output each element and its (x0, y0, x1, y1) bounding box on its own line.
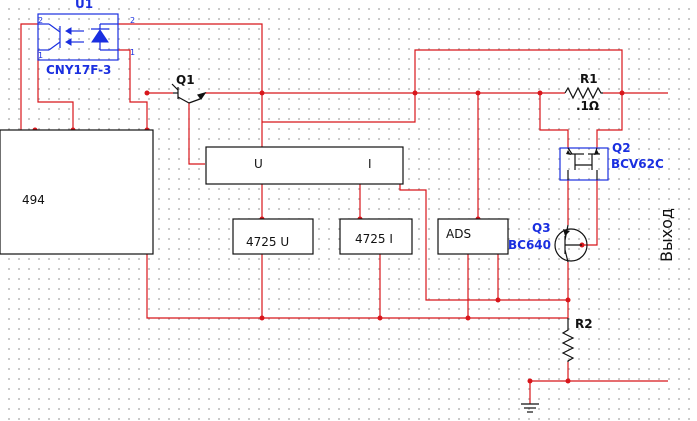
transistor-q1[interactable]: Q1 (171, 73, 207, 104)
u1-part-label: CNY17F-3 (46, 63, 111, 77)
measure-u-label: U (254, 157, 263, 171)
transistor-q3[interactable]: Q3 BC640 (508, 221, 588, 263)
junction (144, 90, 150, 96)
wire-top-loop (414, 49, 623, 93)
chip-494[interactable]: 494 (0, 129, 154, 255)
wire-top-loop-left (262, 93, 416, 123)
wire-i-to-q3 (399, 184, 568, 301)
ads-block-body (437, 218, 509, 255)
q2-arrow-icon (566, 150, 571, 155)
light-arrow-head (65, 27, 72, 35)
led-diode-icon (91, 29, 109, 43)
q3-arrow-icon (563, 229, 570, 236)
u1-pin-label: 1 (130, 48, 135, 57)
junction (527, 378, 533, 384)
transistor-q2[interactable]: Q2 BCV62C (559, 141, 664, 181)
junction (377, 315, 383, 321)
junction (465, 315, 471, 321)
output-label: Выход (657, 208, 676, 262)
junction (495, 297, 501, 303)
wire-u1-pin1-right (118, 49, 148, 130)
phototransistor-emitter (48, 41, 61, 51)
q2-arrow-icon (594, 150, 599, 155)
wire-q1-collector (188, 103, 205, 165)
adc-4725-u-body (232, 218, 314, 255)
adc-4725-u[interactable]: 4725 U (232, 218, 314, 255)
u1-ref-label: U1 (75, 0, 93, 11)
light-arrow-head (65, 38, 72, 46)
q3-part-label: BC640 (508, 238, 551, 252)
resistor-r1[interactable]: R1 .1Ω (564, 72, 603, 113)
q1-left-lead (171, 83, 179, 91)
q2-left-emitter (567, 147, 573, 155)
u1-pin-label: 1 (38, 51, 43, 60)
r1-zigzag-icon (564, 86, 603, 100)
wire-r1-left-sense (539, 93, 569, 148)
ads-block[interactable]: ADS (437, 218, 509, 255)
optocoupler-u1[interactable]: 2 1 2 1 U1 CNY17F-3 (37, 0, 135, 77)
q2-body (559, 147, 609, 181)
q3-ref-label: Q3 (532, 221, 551, 235)
r2-zigzag-icon (561, 318, 575, 362)
wire-494-to-gnd (146, 254, 568, 319)
wire-u1-pin2-left (20, 23, 38, 130)
q1-ref-label: Q1 (176, 73, 195, 87)
u1-pin-label: 2 (38, 16, 43, 25)
junction (475, 90, 481, 96)
junction (565, 378, 571, 384)
junction (259, 315, 265, 321)
measure-i-label: I (368, 157, 372, 171)
r1-value-label: .1Ω (576, 99, 599, 113)
q2-ref-label: Q2 (612, 141, 631, 155)
measure-block[interactable]: U I (205, 146, 404, 185)
adc-4725-i-label: 4725 I (355, 232, 393, 246)
q3-body (554, 228, 588, 262)
junction (259, 90, 265, 96)
ads-block-label: ADS (446, 227, 471, 241)
wire-u1-pin1-left (37, 50, 74, 130)
r2-ref-label: R2 (575, 317, 593, 331)
chip-494-label: 494 (22, 193, 45, 207)
wires (20, 23, 668, 404)
phototransistor-collector (48, 23, 61, 33)
wire-r1-right-sense (596, 93, 623, 148)
q3-emitter (564, 249, 569, 263)
q1-emitter (188, 98, 201, 104)
chip-494-body (0, 129, 154, 255)
junction (412, 90, 418, 96)
q2-part-label: BCV62C (611, 157, 664, 171)
adc-4725-i[interactable]: 4725 I (339, 218, 413, 255)
junction (565, 297, 571, 303)
junction (537, 90, 543, 96)
u1-pin-label: 2 (130, 16, 135, 25)
measure-block-body (205, 146, 404, 185)
junction (619, 90, 625, 96)
r1-ref-label: R1 (580, 72, 598, 86)
q1-collector-in (177, 96, 190, 104)
optocoupler-body (37, 13, 119, 61)
q1-arrow-icon (196, 91, 207, 101)
adc-4725-u-label: 4725 U (246, 235, 289, 249)
ground-icon (521, 403, 539, 413)
adc-4725-i-body (339, 218, 413, 255)
resistor-r2[interactable]: R2 (561, 317, 593, 362)
wire-u1-pin2-right (118, 23, 263, 93)
